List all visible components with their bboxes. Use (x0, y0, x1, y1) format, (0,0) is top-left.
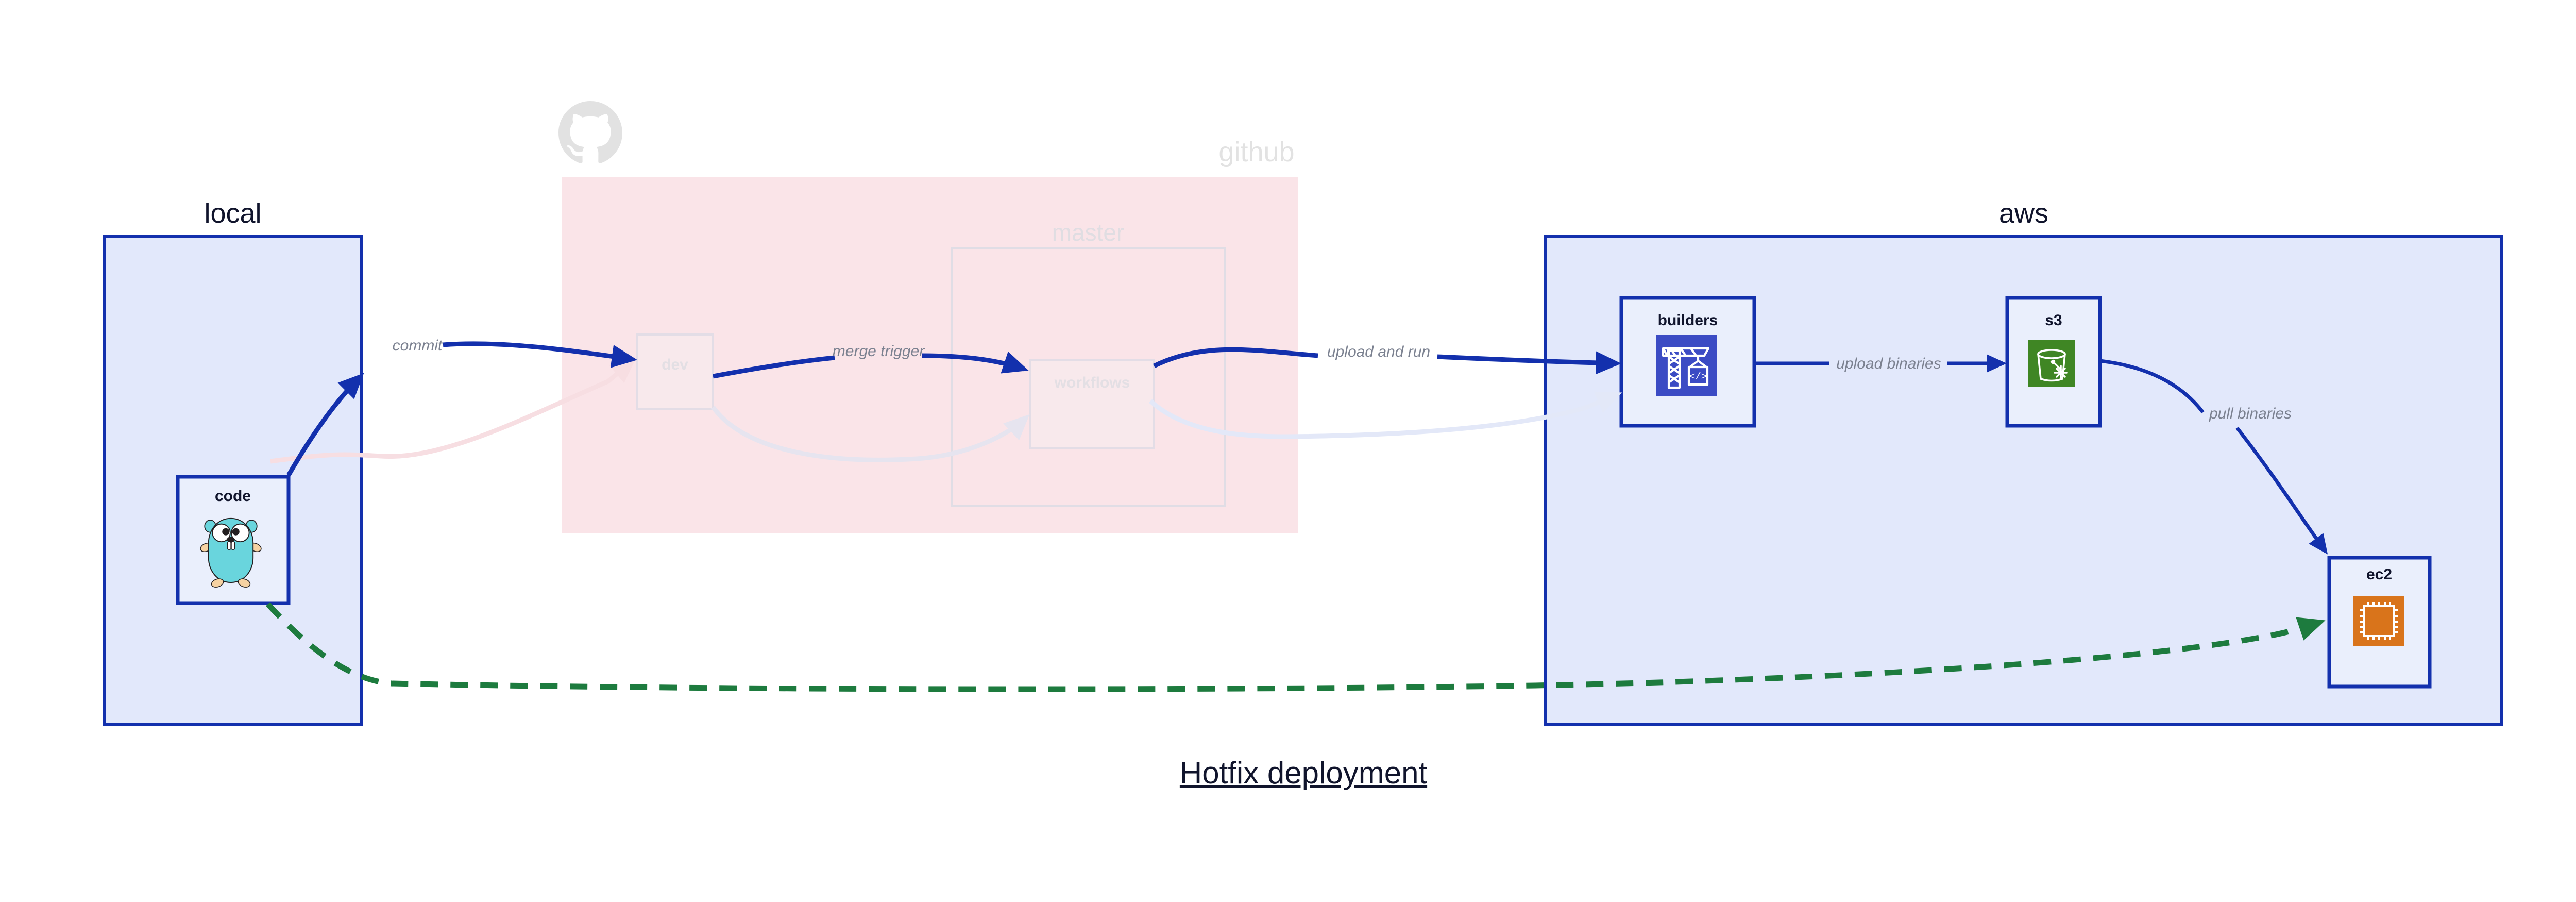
github-octocat-icon (558, 101, 622, 163)
node-ec2[interactable]: ec2 (2327, 556, 2432, 689)
diagram-title: Hotfix deployment (1180, 756, 1428, 790)
edge-commit-segment-a (286, 373, 364, 477)
faded-edges (270, 358, 1622, 464)
cpu-chip-icon (2353, 596, 2404, 646)
node-label-builders: builders (1658, 312, 1718, 329)
subcluster-title-master: master (1052, 219, 1125, 246)
edge-commit-segment-b (443, 341, 637, 368)
code-glyph: </> (1689, 371, 1707, 382)
edge-faded-code-to-dev (270, 358, 636, 464)
edge-label-merge-trigger: merge trigger (833, 343, 925, 360)
node-workflows[interactable]: workflows (1029, 359, 1155, 449)
edge-upload-run-segment-a (1153, 347, 1318, 369)
edge-pull-binaries-segment-b (2235, 426, 2328, 555)
cluster-local: local code (103, 198, 363, 726)
edge-pull-binaries-segment-a (2099, 359, 2205, 414)
node-code[interactable]: code (176, 475, 291, 605)
node-s3[interactable]: s3 (2005, 296, 2102, 428)
go-gopher-icon (200, 517, 262, 588)
edge-label-upload-binaries: upload binaries (1836, 355, 1941, 372)
cluster-aws: aws builders (1544, 198, 2503, 726)
node-builders[interactable]: builders (1619, 296, 1756, 428)
edge-upload-run-segment-b (1437, 351, 1621, 375)
main-edges: commit merge trigger upload and run uplo… (265, 337, 2328, 692)
cluster-github: github master dev workflows (558, 101, 1298, 533)
edge-faded-dev-to-workflows (711, 406, 1030, 462)
crane-code-icon: </> (1656, 335, 1717, 396)
s3-bucket-icon (2028, 340, 2075, 387)
edge-faded-workflows-to-builders (1148, 391, 1622, 439)
edge-merge-trigger-segment-a (713, 355, 835, 379)
cluster-title-aws: aws (1999, 198, 2048, 229)
node-label-s3: s3 (2045, 312, 2062, 329)
subcluster-master: master (951, 219, 1226, 507)
edge-label-upload-and-run: upload and run (1327, 343, 1430, 360)
cluster-title-github: github (1218, 137, 1294, 168)
node-label-workflows: workflows (1054, 374, 1130, 391)
edge-hotfix-direct (265, 602, 2326, 692)
node-label-code: code (215, 488, 251, 505)
node-label-ec2: ec2 (2366, 566, 2392, 583)
edge-label-pull-binaries: pull binaries (2209, 405, 2292, 422)
dev-node-box[interactable] (636, 333, 714, 410)
edge-label-commit: commit (393, 337, 443, 354)
master-subcluster-box (951, 247, 1226, 507)
cluster-title-local: local (204, 198, 261, 229)
workflows-node-box[interactable] (1029, 359, 1155, 449)
node-label-dev: dev (662, 356, 688, 373)
node-dev[interactable]: dev (636, 333, 714, 410)
edge-merge-trigger-segment-b (922, 351, 1029, 374)
